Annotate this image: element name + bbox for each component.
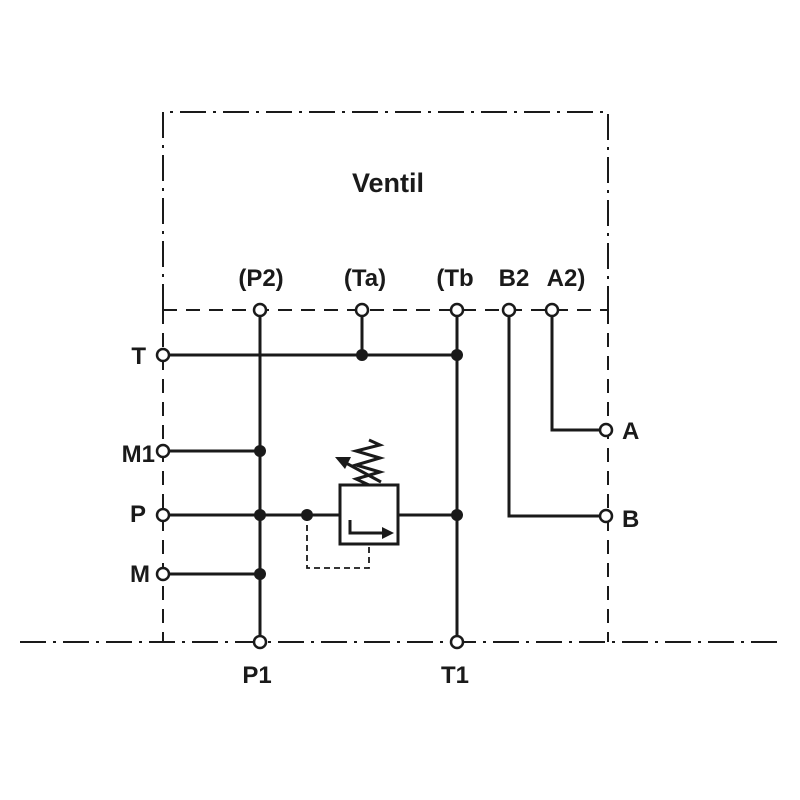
pressure-relief-valve [306, 438, 400, 569]
port-label-t: T [131, 343, 146, 370]
junction-dot [254, 509, 266, 521]
junction-dot [301, 509, 313, 521]
port-label-b2: B2 [499, 265, 530, 292]
port-label-a: A [622, 418, 639, 445]
diagram-title: Ventil [352, 168, 424, 198]
port-t1-circle [449, 634, 465, 650]
line-a2-a [550, 310, 606, 432]
port-label-m1: M1 [122, 441, 155, 468]
flow-arrow [348, 520, 386, 535]
port-label-b: B [622, 506, 639, 533]
port-label-m: M [130, 561, 150, 588]
port-label-p1: P1 [242, 662, 271, 689]
port-label-tb: (Tb [436, 265, 473, 292]
adjust-arrow-head [335, 457, 351, 469]
port-m-circle [155, 566, 171, 582]
valve-boundary [162, 111, 609, 310]
port-m1-circle [155, 443, 171, 459]
junction-dot [356, 349, 368, 361]
block-boundary [162, 309, 609, 642]
adjust-arrow-shaft [345, 461, 382, 484]
port-t-circle [155, 347, 171, 363]
line-b2-b [507, 310, 606, 518]
port-b-circle [598, 508, 614, 524]
port-label-t1: T1 [441, 662, 469, 689]
port-label-a2: A2) [547, 265, 586, 292]
flow-arrow-head [382, 527, 394, 539]
port-a-circle [598, 422, 614, 438]
port-label-ta: (Ta) [344, 265, 386, 292]
port-ta-circle [354, 302, 370, 318]
junction-dot [254, 445, 266, 457]
port-label-p: P [130, 501, 146, 528]
port-p1-circle [252, 634, 268, 650]
port-b2-circle [501, 302, 517, 318]
junction-dot [451, 349, 463, 361]
port-p-circle [155, 507, 171, 523]
junction-dot [254, 568, 266, 580]
port-p2-circle [252, 302, 268, 318]
junction-dot [451, 509, 463, 521]
port-a2-circle [544, 302, 560, 318]
spring-icon [350, 438, 386, 487]
port-label-p2: (P2) [238, 265, 283, 292]
pilot-line [306, 515, 370, 569]
port-tb-circle [449, 302, 465, 318]
